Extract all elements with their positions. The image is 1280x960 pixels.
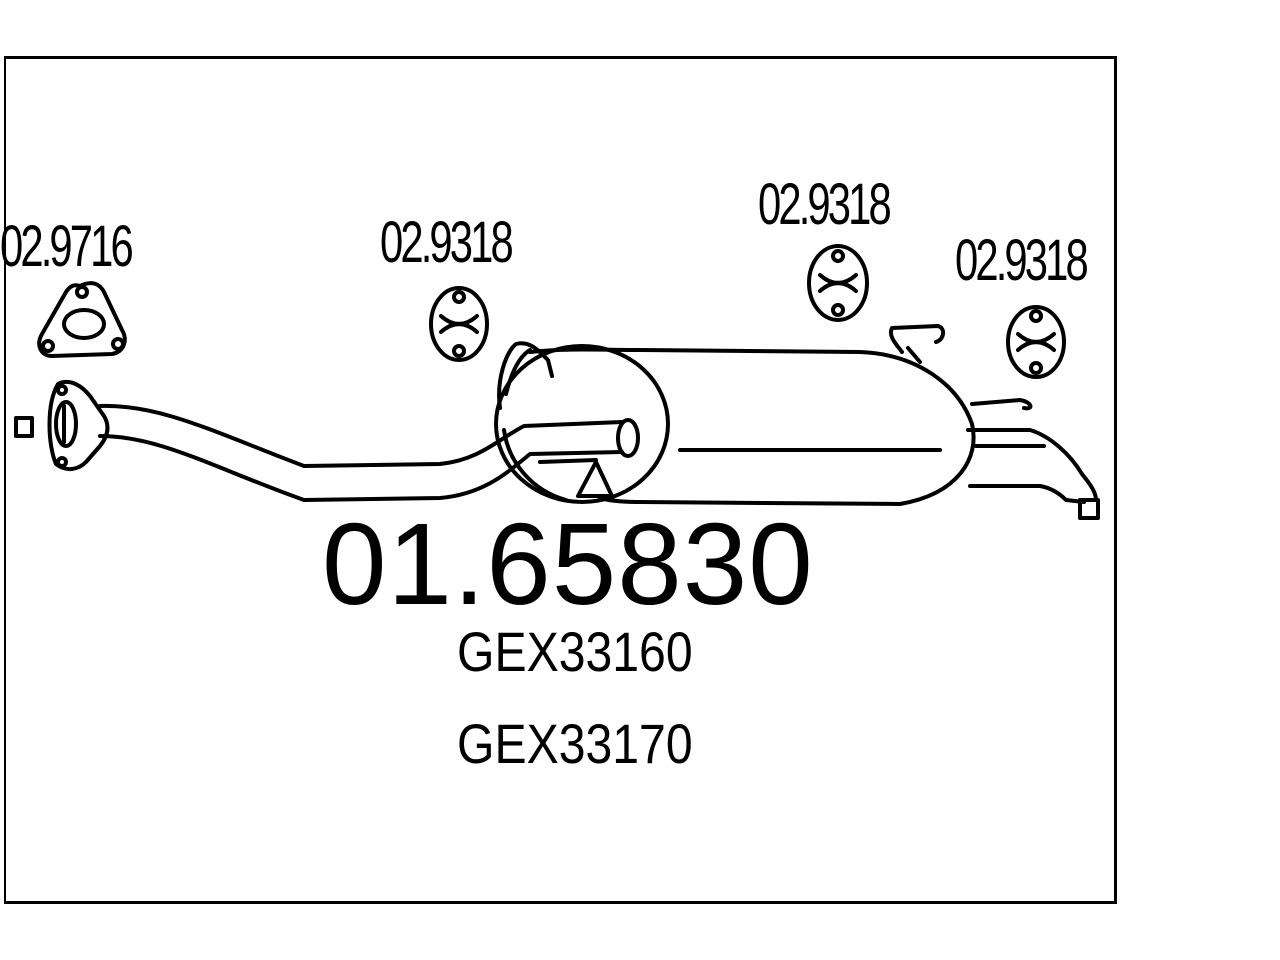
drawing-frame xyxy=(4,56,1117,904)
hanger-2-part-number: 02.9318 xyxy=(758,172,892,237)
inlet-marker xyxy=(14,416,34,438)
oem-number-1: GEX33160 xyxy=(457,620,693,683)
tail-pipe xyxy=(966,398,1098,504)
gasket-part-number: 02.9716 xyxy=(0,214,134,279)
muffler-body xyxy=(494,341,976,506)
inlet-flange xyxy=(47,379,110,471)
muffler-hanger-bracket xyxy=(889,324,945,364)
main-part-number: 01.65830 xyxy=(322,499,814,629)
rubber-hanger-icon xyxy=(1006,305,1066,379)
rubber-hanger-icon xyxy=(807,244,869,322)
hanger-3-part-number: 02.9318 xyxy=(955,228,1089,293)
hanger-1-part-number: 02.9318 xyxy=(380,210,514,275)
oem-number-2: GEX33170 xyxy=(457,712,693,775)
flange-gasket-icon xyxy=(37,281,127,358)
intermediate-pipe xyxy=(98,403,624,502)
outlet-marker xyxy=(1078,498,1100,520)
rubber-hanger-icon xyxy=(429,286,489,362)
